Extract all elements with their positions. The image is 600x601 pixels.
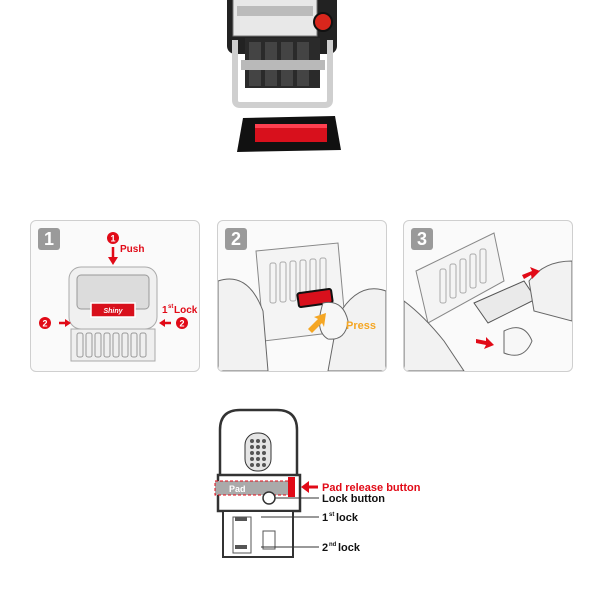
lock-button-label: Lock button bbox=[322, 493, 385, 505]
pull-arrow-icon bbox=[522, 267, 540, 279]
step-2-illustration: Press bbox=[218, 242, 386, 371]
push-arrow-icon bbox=[476, 337, 494, 349]
lock-button bbox=[262, 491, 276, 505]
step-3-panel: 3 bbox=[403, 220, 573, 372]
pad-label: Pad bbox=[229, 484, 246, 494]
stamp-frame bbox=[232, 40, 333, 108]
marker-1-icon bbox=[107, 232, 119, 244]
press-arrow-icon bbox=[308, 313, 326, 333]
lock2-num: 2 bbox=[322, 542, 328, 554]
marker-2-left-label: 2 bbox=[42, 319, 47, 329]
lock1-num: 1 bbox=[322, 512, 328, 524]
pad-release-label: Pad release button bbox=[322, 482, 421, 494]
lock1-word: Lock bbox=[174, 305, 198, 316]
lock1-sup: st bbox=[168, 304, 173, 310]
brand-plate bbox=[90, 302, 136, 318]
marker-2-right-label: 2 bbox=[179, 319, 184, 329]
pad-release-button bbox=[288, 477, 295, 497]
press-label: Press bbox=[346, 320, 376, 332]
brand-text: Shiny bbox=[103, 308, 123, 315]
push-label: Push bbox=[120, 244, 144, 255]
step-1-badge: 1 bbox=[38, 228, 60, 250]
marker-2-left-icon bbox=[39, 317, 51, 329]
lock1-word: lock bbox=[336, 512, 359, 524]
pad-area bbox=[214, 480, 292, 496]
lock2-word: lock bbox=[338, 542, 361, 554]
lock2-sup: nd bbox=[329, 542, 337, 548]
hand-left bbox=[218, 278, 269, 371]
lock1-sup: st bbox=[329, 512, 334, 518]
step-1-panel: 1 1 Push 2 2 1 st Lock Shiny bbox=[30, 220, 200, 372]
marker-2-right-icon bbox=[176, 317, 188, 329]
lock1-num: 1 bbox=[162, 305, 168, 316]
step-3-illustration bbox=[404, 232, 572, 371]
step-2-panel: 2 Press bbox=[217, 220, 387, 372]
parts-diagram: Pad Pad release button Lock button 1 st … bbox=[214, 408, 421, 558]
step-1-illustration: 1 Push 2 2 1 st Lock Shiny bbox=[39, 232, 198, 362]
marker-1-label: 1 bbox=[110, 234, 115, 244]
stamp-photo bbox=[227, 0, 341, 152]
stamp-release-button bbox=[313, 12, 333, 32]
hand-right bbox=[528, 260, 572, 322]
step-2-badge: 2 bbox=[225, 228, 247, 250]
step-3-badge: 3 bbox=[411, 228, 433, 250]
hand-left bbox=[404, 300, 465, 371]
